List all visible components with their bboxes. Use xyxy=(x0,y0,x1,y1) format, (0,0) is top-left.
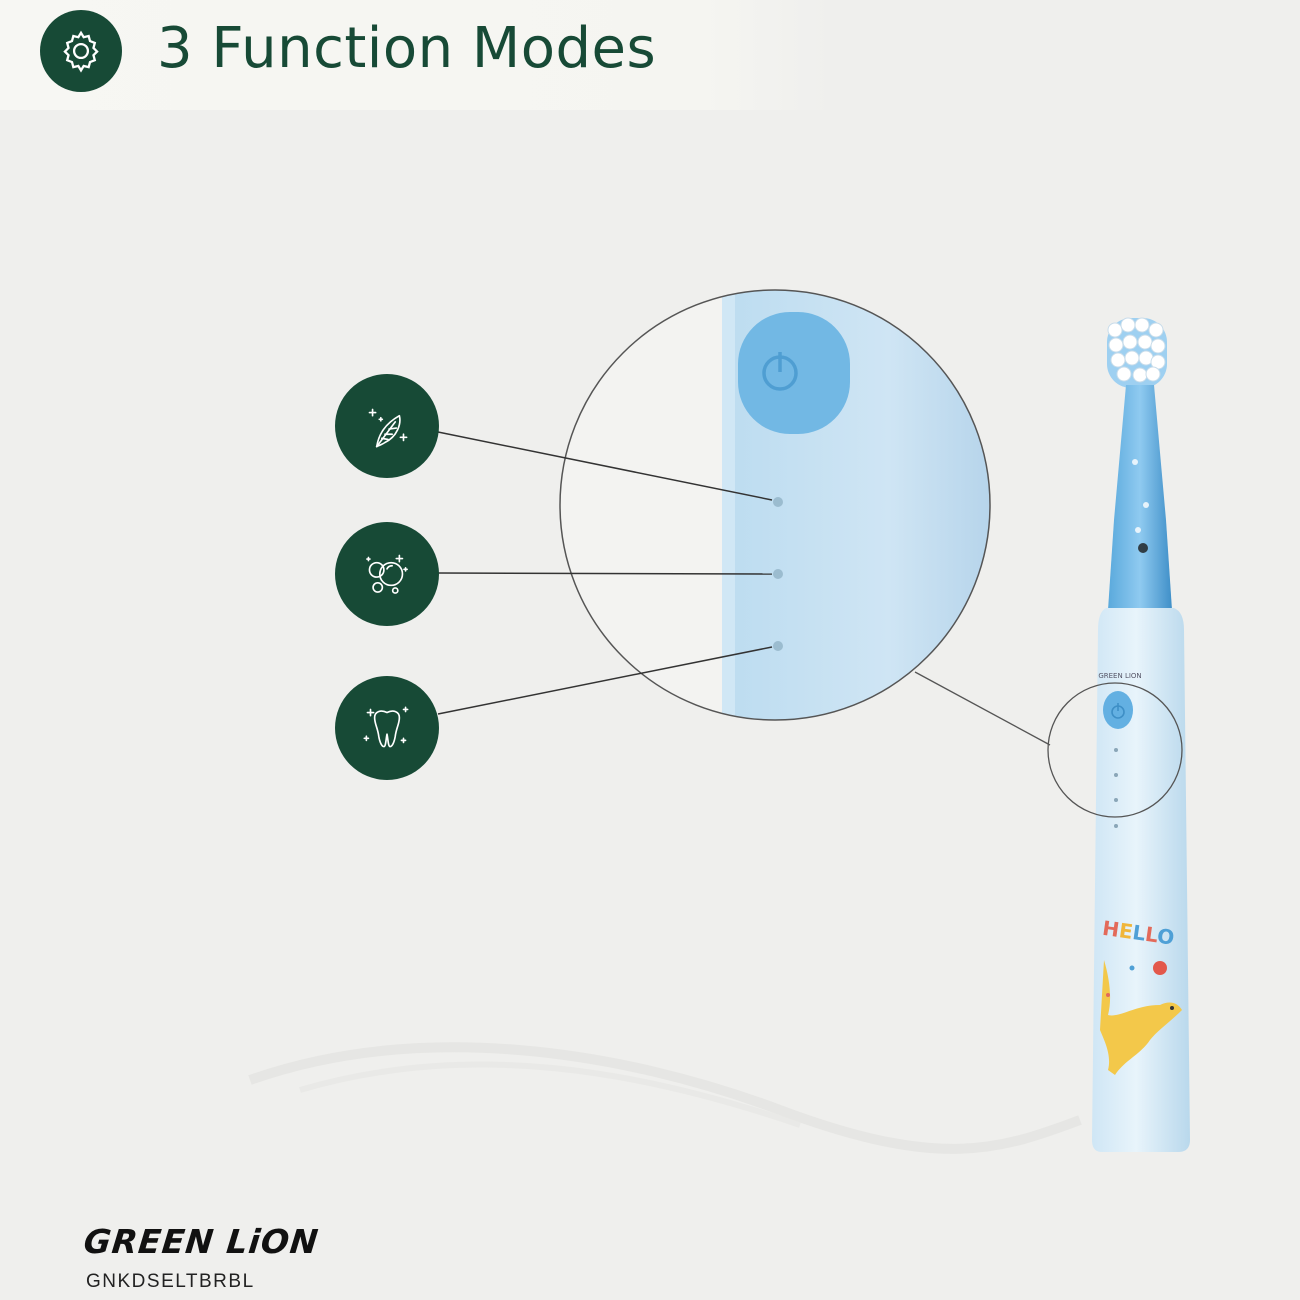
page-title: 3 Function Modes xyxy=(157,16,657,81)
leader-line-3 xyxy=(437,646,773,715)
brand-logo: GREEN LiON xyxy=(81,1222,321,1261)
mode-2-bubbles-sparkle-icon xyxy=(335,522,439,626)
mode-indicator-1 xyxy=(773,497,783,507)
gear-icon xyxy=(40,10,122,92)
power-button-zoom xyxy=(738,312,850,434)
toothbrush: GREEN LION HELLO xyxy=(1047,317,1190,1152)
mode-3-tooth-sparkle-icon xyxy=(335,676,439,780)
handle-brand-print: GREEN LION xyxy=(1098,672,1141,680)
leader-line-1 xyxy=(437,431,773,501)
mode-indicator-2 xyxy=(773,569,783,579)
mode-1-feather-sparkle-icon xyxy=(335,374,439,478)
brush-neck xyxy=(1108,385,1172,610)
mode-indicator-3 xyxy=(773,641,783,651)
leader-line-2 xyxy=(437,572,773,575)
brush-head xyxy=(1107,317,1167,388)
brush-handle xyxy=(1092,608,1190,1152)
zoom-connector xyxy=(914,671,1051,746)
zoom-ring xyxy=(1047,682,1183,818)
dinosaur-illustration xyxy=(1100,960,1182,1075)
model-number: GNKDSELTBRBL xyxy=(86,1271,255,1292)
hello-print: HELLO xyxy=(1101,916,1176,950)
header-bar xyxy=(0,0,830,110)
magnifier xyxy=(559,289,991,721)
